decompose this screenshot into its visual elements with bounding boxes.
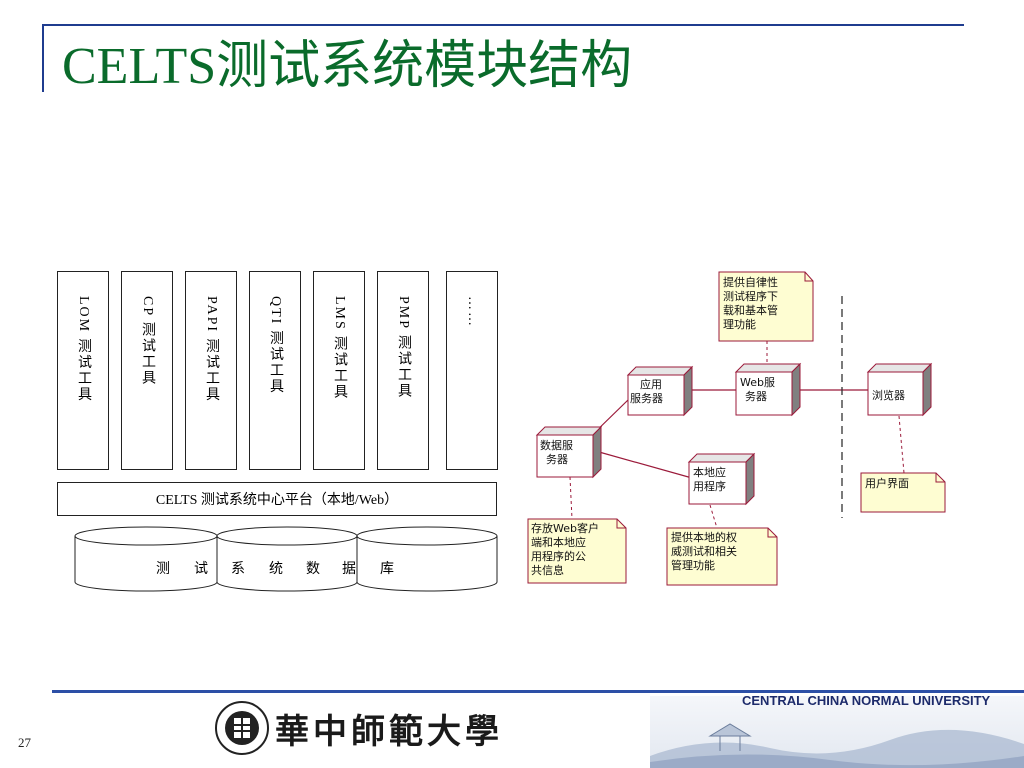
note-local [666, 527, 778, 586]
slide-title: CELTS测试系统模块结构 [62, 38, 633, 95]
note-data [527, 518, 627, 584]
tool-label: PMP 测试工具 [396, 296, 411, 400]
database-label-char: 统 [269, 562, 283, 577]
page-number: 27 [18, 735, 31, 750]
link-local-note [709, 504, 718, 529]
note-data-line-3: 用程序的公 [531, 549, 586, 563]
note-data-line-1: 存放Web客户 [531, 521, 599, 535]
tool-box-more: …… [446, 271, 498, 470]
tool-label: CP 测试工具 [140, 296, 155, 387]
link-data-local [591, 449, 693, 479]
tool-label: LMS 测试工具 [332, 296, 347, 401]
university-name-cn: 華中師範大學 [275, 712, 503, 752]
tool-label: …… [465, 296, 480, 328]
node-app-server [626, 365, 694, 417]
note-web-line-1: 提供自律性 [723, 275, 778, 289]
tool-label: LOM 测试工具 [76, 296, 91, 403]
app-server-label-2: 服务器 [630, 392, 663, 405]
tool-box-lms: LMS 测试工具 [313, 271, 365, 470]
tool-label: PAPI 测试工具 [204, 296, 219, 403]
link-ui-note [898, 415, 905, 474]
left-rule [42, 24, 44, 92]
node-web-server [734, 362, 802, 417]
local-app-label-1: 本地应 [693, 465, 726, 479]
note-ui [860, 472, 946, 513]
note-data-line-4: 共信息 [531, 563, 564, 577]
database-label-char: 系 [231, 562, 245, 577]
tool-box-pmp: PMP 测试工具 [377, 271, 429, 470]
database-label-char: 库 [380, 562, 394, 577]
local-app-label-2: 用程序 [693, 479, 726, 493]
database-label-char: 试 [194, 562, 208, 577]
web-server-label-2: 务器 [745, 390, 767, 403]
node-local-app [687, 452, 756, 506]
node-browser [866, 362, 933, 417]
center-platform: CELTS 测试系统中心平台（本地/Web） [57, 482, 497, 516]
tool-box-lom: LOM 测试工具 [57, 271, 109, 470]
note-local-line-3: 管理功能 [671, 558, 715, 572]
database-label-char: 数 [306, 562, 320, 577]
note-web-line-4: 理功能 [723, 317, 756, 331]
footer-rule [52, 690, 1024, 693]
note-ui-line-1: 用户界面 [865, 476, 909, 490]
tool-box-qti: QTI 测试工具 [249, 271, 301, 470]
note-data-line-2: 端和本地应 [531, 535, 586, 549]
web-server-label-1: Web服 [740, 376, 775, 389]
note-web-line-2: 测试程序下 [723, 289, 778, 303]
note-local-line-2: 威测试和相关 [671, 544, 737, 558]
browser-label: 浏览器 [872, 388, 905, 402]
tool-box-papi: PAPI 测试工具 [185, 271, 237, 470]
link-data-note [569, 476, 573, 520]
tool-label: QTI 测试工具 [268, 296, 283, 395]
data-server-label-1: 数据服 [540, 438, 573, 452]
university-name-en: CENTRAL CHINA NORMAL UNIVERSITY [742, 693, 991, 708]
app-server-label-1: 应用 [640, 377, 662, 391]
database-label-char: 据 [342, 562, 356, 577]
database-label-char: 测 [156, 562, 170, 577]
top-rule [42, 24, 964, 26]
tool-box-cp: CP 测试工具 [121, 271, 173, 470]
note-local-line-1: 提供本地的权 [671, 530, 737, 544]
note-web [718, 271, 814, 342]
data-server-label-2: 务器 [546, 453, 568, 466]
node-data-server [535, 425, 603, 479]
note-web-line-3: 载和基本管 [723, 303, 778, 317]
university-seal-icon [215, 701, 269, 755]
campus-landscape-graphic [650, 696, 1024, 768]
